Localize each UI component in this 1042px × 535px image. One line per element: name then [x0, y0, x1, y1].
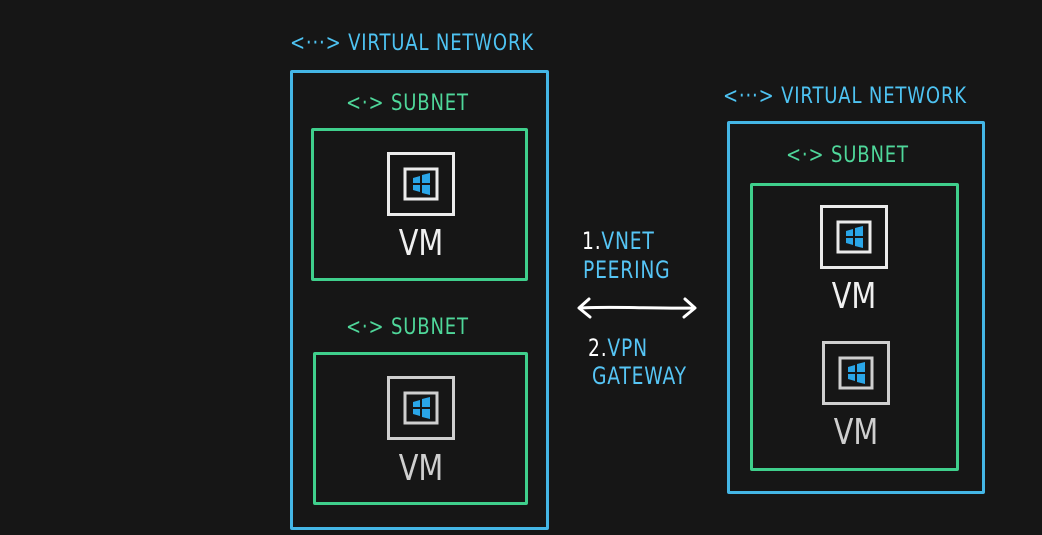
left-subnet-2-box: [313, 352, 528, 505]
left-subnet-1-title: <·> SUBNET: [346, 91, 469, 116]
option-1-line-1: 1.VNET: [582, 227, 655, 255]
subnet-label: SUBNET: [390, 91, 469, 116]
left-vnet-box: [290, 70, 549, 530]
vm-icon: [387, 152, 455, 216]
vm-window-icon: [403, 391, 439, 425]
right-vnet-title: <···> VIRTUAL NETWORK: [723, 84, 967, 109]
left-subnet-1-box: [311, 128, 528, 281]
vm-icon: [822, 341, 890, 405]
option-2-text: VPN: [607, 334, 648, 362]
left-vnet-title: <···> VIRTUAL NETWORK: [290, 31, 534, 56]
subnet-label: SUBNET: [390, 315, 469, 340]
vnet-icon: <···>: [290, 31, 342, 56]
left-subnet-2-title: <·> SUBNET: [346, 315, 469, 340]
option-1-line-2: PEERING: [583, 256, 671, 284]
vm-label: VM: [833, 412, 879, 453]
vnet-icon: <···>: [723, 84, 775, 109]
option-1-text: VNET: [601, 227, 655, 255]
right-vnet-box: [727, 121, 985, 494]
vm-label: VM: [831, 276, 877, 317]
vm-icon: [820, 205, 888, 269]
option-2-line-1: 2.VPN: [588, 334, 648, 362]
vm-window-icon: [403, 167, 439, 201]
subnet-icon: <·>: [786, 143, 825, 168]
option-2-number: 2.: [588, 334, 608, 362]
option-2-line-2: GATEWAY: [592, 362, 687, 390]
vnet-label: VIRTUAL NETWORK: [781, 84, 967, 109]
vm-label: VM: [398, 448, 444, 489]
vnet-label: VIRTUAL NETWORK: [348, 31, 534, 56]
bidirectional-arrow-icon: [577, 297, 697, 319]
vm-window-icon: [838, 356, 874, 390]
subnet-label: SUBNET: [830, 143, 909, 168]
subnet-icon: <·>: [346, 315, 385, 340]
right-subnet-title: <·> SUBNET: [786, 143, 909, 168]
option-1-number: 1.: [582, 227, 602, 255]
right-subnet-box: [750, 183, 959, 471]
vm-label: VM: [398, 223, 444, 264]
vm-icon: [387, 376, 455, 440]
vm-window-icon: [836, 220, 872, 254]
subnet-icon: <·>: [346, 91, 385, 116]
